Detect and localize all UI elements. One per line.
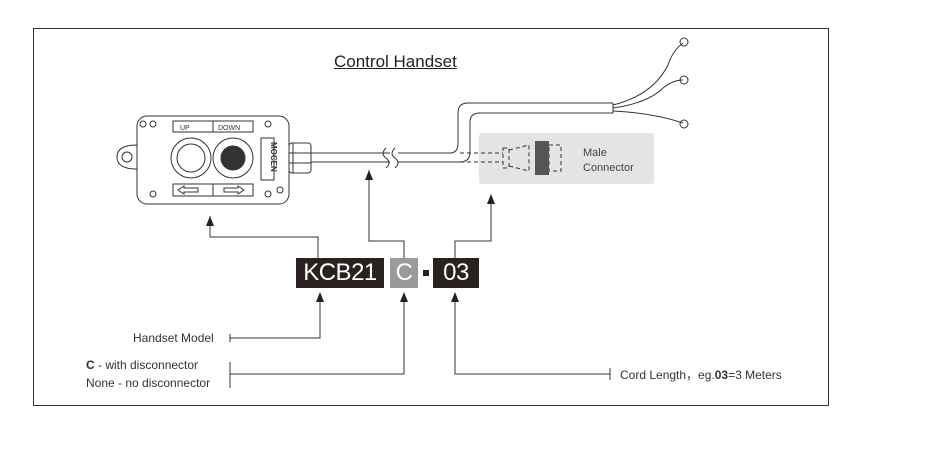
connector-label-line2: Connector (583, 162, 634, 174)
screw-icon (139, 120, 147, 128)
code-model: KCB21 (296, 258, 384, 288)
screw-icon (264, 190, 272, 198)
cord-prefix: Cord Length，eg. (620, 368, 715, 382)
connector-label-line1: Male (583, 147, 607, 159)
left-arrow-icon (177, 185, 199, 195)
connector-area (479, 133, 654, 184)
option-with-text: - with disconnector (94, 358, 199, 372)
code-option: C (390, 258, 418, 288)
diagram-title: Control Handset (334, 52, 457, 71)
leader-lines (209, 170, 611, 388)
code-separator (423, 270, 429, 276)
up-label-plate (172, 120, 214, 133)
arrow-up-icon (487, 194, 495, 204)
screw-icon (149, 190, 157, 198)
mount-hole-icon (121, 151, 133, 163)
arrow-up-icon (365, 170, 373, 180)
down-label-plate (212, 120, 254, 133)
arrow-up-icon (316, 292, 324, 302)
cord (311, 37, 689, 169)
arrow-up-icon (400, 292, 408, 302)
connector-knurl (535, 141, 549, 175)
connector-label: Male Connector (583, 146, 634, 176)
brand-text: MOCEN (269, 142, 278, 172)
cord-suffix: =3 Meters (728, 368, 782, 382)
handset-illustration (116, 115, 312, 205)
code-length: 03 (433, 258, 479, 288)
screw-icon (264, 120, 272, 128)
down-text: DOWN (218, 125, 240, 132)
arrow-up-icon (206, 216, 214, 226)
brand-plate (260, 137, 275, 181)
up-text: UP (180, 125, 190, 132)
arrowheads (206, 170, 495, 302)
screw-icon (276, 186, 284, 194)
option-none-label: None - no disconnector (86, 376, 211, 390)
down-button (220, 145, 246, 171)
option-with-label: C - with disconnector (86, 358, 198, 372)
diagram-frame (33, 28, 829, 406)
arrow-up-icon (451, 292, 459, 302)
handset-model-label: Handset Model (133, 331, 214, 345)
cable-gland (288, 142, 312, 174)
cord-code: 03 (714, 368, 729, 382)
screw-icon (149, 120, 157, 128)
cord-length-label: Cord Length，eg.03=3 Meters (620, 366, 782, 383)
option-code: C (86, 358, 95, 372)
up-button (176, 143, 206, 173)
right-arrow-icon (223, 185, 245, 195)
